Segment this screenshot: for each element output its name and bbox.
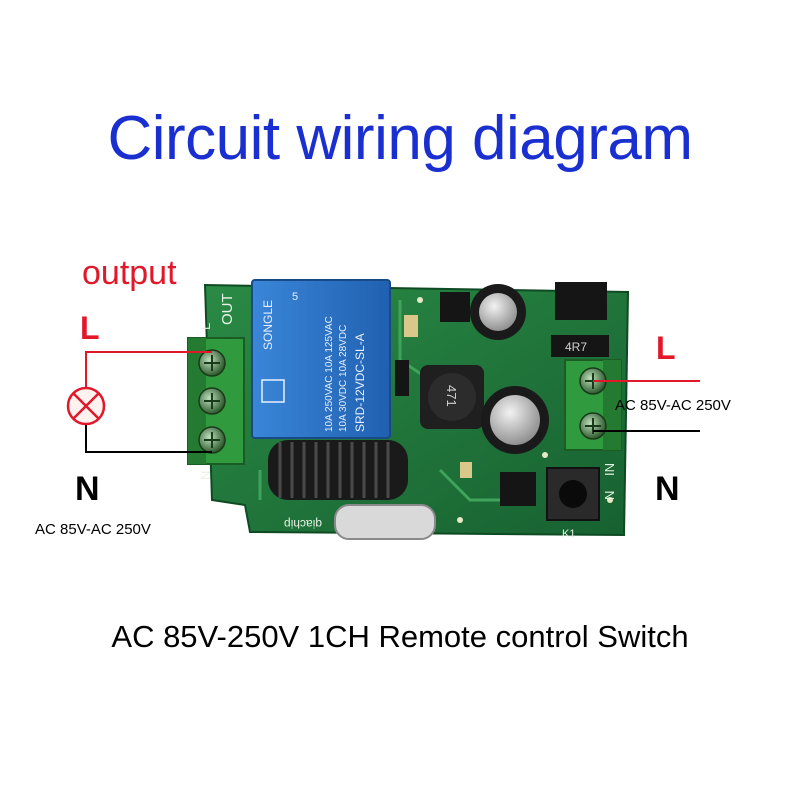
output-live-label: L — [80, 310, 100, 346]
smd-part — [404, 315, 418, 337]
board-out-label: OUT — [219, 293, 236, 325]
relay-rating-1: 10A 250VAC 10A 125VAC — [324, 316, 335, 432]
crystal — [334, 504, 436, 540]
learn-button — [546, 467, 600, 521]
output-neutral-label: N — [75, 470, 100, 508]
smd-part — [460, 462, 472, 478]
bridge-rectifier — [555, 282, 607, 320]
resistor-mark: 4R7 — [565, 340, 587, 354]
output-neutral-wire — [85, 424, 212, 453]
screw-terminal-icon — [579, 412, 607, 440]
resistor — [551, 335, 609, 357]
screw-terminal-icon — [198, 426, 226, 454]
product-caption: AC 85V-250V 1CH Remote control Switch — [111, 619, 689, 654]
screw-terminal-icon — [198, 387, 226, 415]
input-live-label: L — [656, 330, 676, 366]
relay-brand: SONGLE — [261, 300, 275, 350]
output-voltage-label: AC 85V-AC 250V — [35, 521, 151, 538]
input-neutral-label: N — [655, 470, 680, 508]
page-title: Circuit wiring diagram — [107, 104, 693, 173]
inductor: 471 — [420, 365, 484, 429]
relay-pin-mark: 5 — [292, 291, 298, 303]
board-out-L: L — [198, 323, 213, 330]
output-label: output — [82, 254, 177, 292]
capacitor-main — [481, 386, 549, 454]
ic-top — [440, 292, 470, 322]
screw-terminal-icon — [198, 349, 226, 377]
inductor-mark: 471 — [444, 385, 459, 407]
button-mark: K1 — [562, 528, 575, 540]
output-terminal-block — [187, 337, 245, 465]
capacitor-top — [470, 284, 526, 340]
diode — [395, 360, 409, 396]
output-live-wire — [85, 351, 212, 388]
board-in-N: N — [602, 491, 617, 500]
board-in-label: IN — [602, 463, 617, 476]
input-terminal-block — [564, 359, 622, 451]
relay-model: SRD-12VDC-SL-A — [353, 333, 367, 432]
relay-rating-2: 10A 30VDC 10A 28VDC — [338, 325, 349, 432]
board-chip-mark: qiachip — [284, 517, 322, 531]
antenna-coil — [268, 440, 408, 500]
board-out-N: N — [198, 471, 213, 480]
input-voltage-label: AC 85V-AC 250V — [615, 397, 731, 414]
relay: 5 SONGLE 10A 250VAC 10A 125VAC 10A 30VDC… — [251, 279, 391, 439]
lamp-icon — [66, 386, 106, 426]
ic-bottom — [500, 472, 536, 506]
